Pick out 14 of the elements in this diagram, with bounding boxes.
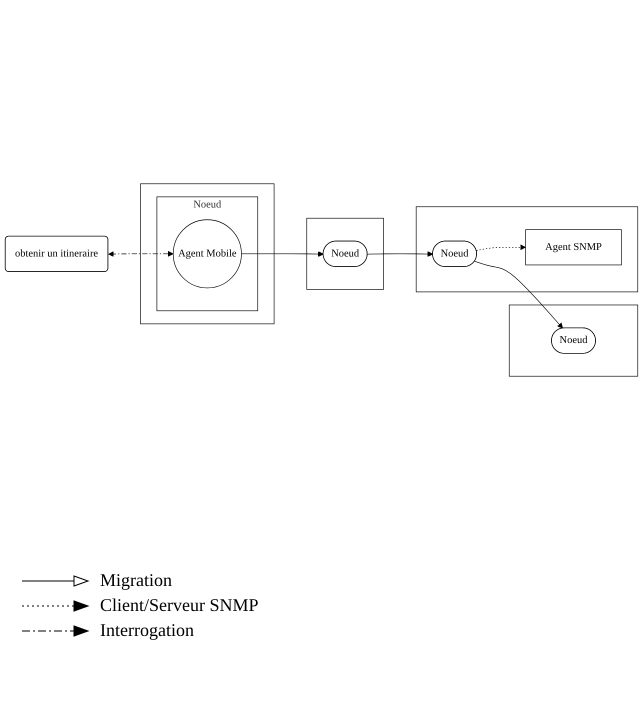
legend-label: Interrogation bbox=[100, 620, 194, 641]
legend-label: Migration bbox=[100, 570, 172, 591]
node-circle: Agent Mobile bbox=[172, 219, 242, 288]
arrow bbox=[367, 251, 434, 257]
cluster bbox=[416, 206, 638, 292]
cluster bbox=[140, 183, 274, 324]
node-box: Agent SNMP bbox=[525, 229, 622, 266]
arrow bbox=[108, 250, 174, 257]
arrow bbox=[241, 251, 324, 257]
cluster bbox=[306, 218, 384, 290]
arrow bbox=[474, 260, 563, 329]
cluster bbox=[508, 304, 638, 377]
arrow bbox=[476, 244, 526, 251]
legend-label: Client/Serveur SNMP bbox=[100, 595, 259, 616]
